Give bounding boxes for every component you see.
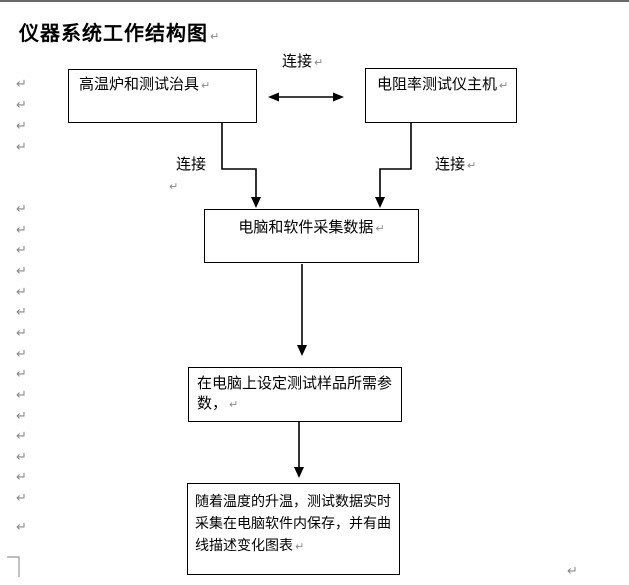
connect-label-top-text: 连接 (282, 53, 313, 70)
connect-label-right: 连接↵ (435, 153, 476, 174)
flowchart-box-result[interactable]: 随着温度的升温，测试数据实时采集在电脑软件内保存，并有曲线描述变化图表↵ (187, 483, 400, 575)
paragraph-mark-icon: ↵ (16, 264, 27, 279)
paragraph-mark-icon: ↵ (210, 30, 221, 43)
flowchart-box-resistivity[interactable]: 电阻率测试仪主机↵ (365, 68, 517, 123)
connect-label-left: 连接 (176, 153, 206, 174)
paragraph-mark-icon: ↵ (16, 223, 27, 238)
params-to-result-arrow[interactable] (294, 422, 304, 478)
box-result-label: 随着温度的升温，测试数据实时采集在电脑软件内保存，并有曲线描述变化图表 (195, 493, 391, 553)
paragraph-mark-icon: ↵ (16, 491, 27, 506)
paragraph-mark-icon: ↵ (567, 564, 578, 579)
connect-label-right-text: 连接 (435, 156, 466, 173)
paragraph-mark-icon: ↵ (499, 79, 509, 92)
paragraph-mark-icon: ↵ (314, 56, 324, 69)
page-title[interactable]: 仪器系统工作结构图↵ (19, 17, 220, 46)
paragraph-mark-icon: ↵ (16, 326, 27, 341)
furnace-to-computer-connector[interactable] (221, 123, 261, 208)
paragraph-mark-icon: ↵ (16, 470, 27, 485)
paragraph-mark-icon: ↵ (16, 243, 27, 258)
page-top-border (0, 0, 629, 2)
text-boundary-corner-mark (7, 556, 20, 577)
paragraph-mark-icon: ↵ (229, 398, 239, 411)
paragraph-mark-icon: ↵ (16, 98, 27, 113)
paragraph-mark-icon: ↵ (375, 222, 385, 235)
flowchart-box-computer[interactable]: 电脑和软件采集数据↵ (204, 209, 419, 263)
paragraph-mark-icon: ↵ (16, 285, 27, 300)
paragraph-mark-icon: ↵ (16, 367, 27, 382)
paragraph-mark-icon: ↵ (295, 540, 305, 553)
box-furnace-label: 高温炉和测试治具 (79, 76, 200, 93)
paragraph-mark-icon: ↵ (16, 409, 27, 424)
page-title-text: 仪器系统工作结构图 (19, 23, 208, 45)
paragraph-mark-icon: ↵ (16, 305, 27, 320)
box-resistivity-label: 电阻率测试仪主机 (377, 76, 498, 93)
paragraph-mark-icon: ↵ (201, 79, 211, 92)
box-computer-label: 电脑和软件采集数据 (238, 219, 374, 236)
paragraph-mark-icon: ↵ (16, 520, 27, 535)
paragraph-mark-icon: ↵ (169, 180, 179, 193)
computer-to-params-arrow[interactable] (297, 264, 307, 356)
paragraph-mark-icon: ↵ (16, 347, 27, 362)
double-arrow-connector[interactable] (268, 92, 344, 102)
connect-label-left-text: 连接 (176, 156, 207, 173)
paragraph-mark-icon: ↵ (16, 140, 27, 155)
paragraph-mark-icon: ↵ (16, 429, 27, 444)
flowchart-box-params[interactable]: 在电脑上设定测试样品所需参数，↵ (188, 367, 402, 422)
paragraph-mark-icon: ↵ (16, 202, 27, 217)
resistivity-to-computer-connector[interactable] (375, 123, 412, 208)
paragraph-mark-icon: ↵ (16, 77, 27, 92)
paragraph-mark-icon: ↵ (16, 450, 27, 465)
flowchart-box-furnace[interactable]: 高温炉和测试治具↵ (68, 69, 257, 123)
paragraph-mark-icon: ↵ (16, 388, 27, 403)
paragraph-mark-icon: ↵ (467, 159, 477, 172)
box-params-label: 在电脑上设定测试样品所需参数， (197, 375, 393, 412)
paragraph-mark-icon: ↵ (16, 119, 27, 134)
connect-label-top: 连接↵ (282, 50, 323, 71)
